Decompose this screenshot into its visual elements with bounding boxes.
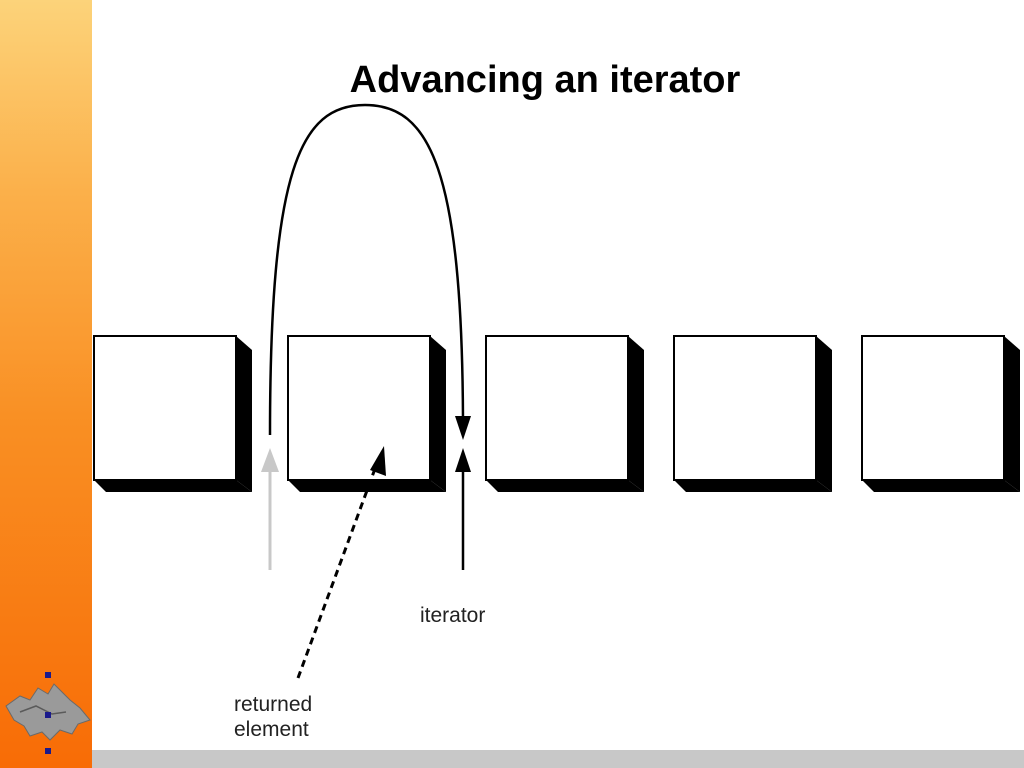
bullet-square-3	[45, 748, 51, 754]
element-box-1	[93, 335, 252, 492]
returned-label-line1: returned	[234, 693, 313, 716]
advance-curve-arrow	[268, 103, 465, 436]
bullet-square-1	[45, 672, 51, 678]
returned-element-arrow	[296, 446, 386, 679]
iterator-label: iterator	[420, 604, 486, 627]
bullet-square-2	[45, 712, 51, 718]
element-box-3	[485, 335, 644, 492]
element-box-5	[861, 335, 1020, 492]
previous-position-arrow	[261, 448, 279, 570]
advance-arrowhead	[455, 416, 471, 440]
returned-label-line2: element	[234, 718, 309, 741]
slide-title: Advancing an iterator	[349, 59, 741, 101]
footer-bar	[92, 750, 1024, 768]
element-box-4	[673, 335, 832, 492]
returned-element-label: returned element	[234, 692, 312, 742]
element-box-2	[287, 335, 446, 492]
iterator-arrow	[455, 448, 471, 570]
sidebar-gradient	[0, 0, 92, 768]
